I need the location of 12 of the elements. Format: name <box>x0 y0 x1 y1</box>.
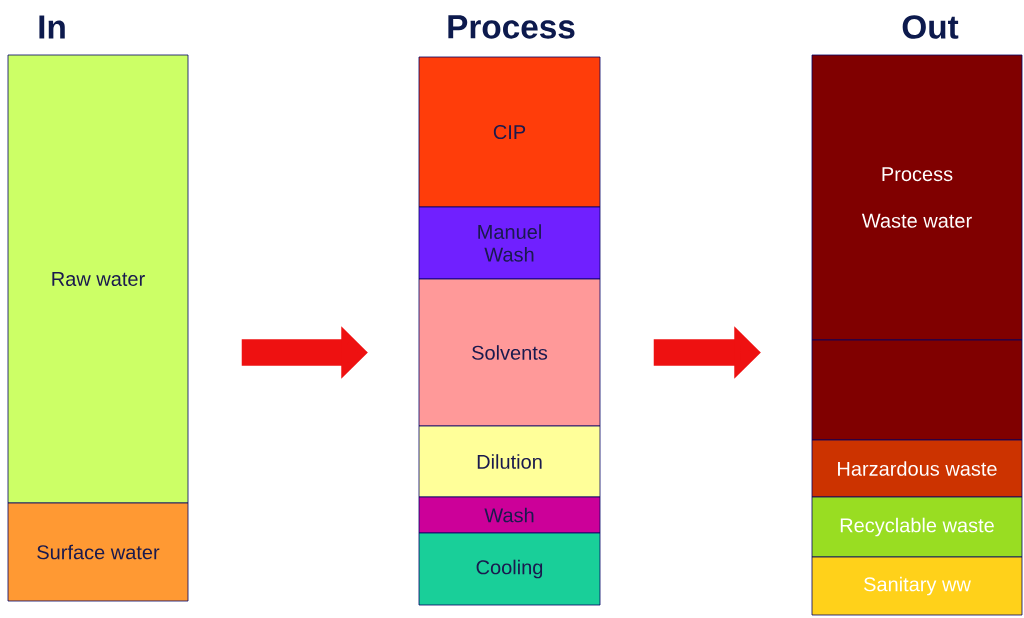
color-block: Harzardous waste <box>811 439 1023 498</box>
color-block: Surface water <box>7 502 189 602</box>
empty-block <box>811 339 1023 441</box>
color-block: Raw water <box>7 54 189 504</box>
color-block: CIP <box>418 56 601 208</box>
color-block: Cooling <box>418 532 601 606</box>
color-block: Sanitary ww <box>811 556 1023 616</box>
color-block: Wash <box>418 496 601 534</box>
color-block: Manuel Wash <box>418 206 601 280</box>
color-block: Recyclable waste <box>811 496 1023 558</box>
color-block: Solvents <box>418 278 601 427</box>
color-block: Dilution <box>418 425 601 498</box>
